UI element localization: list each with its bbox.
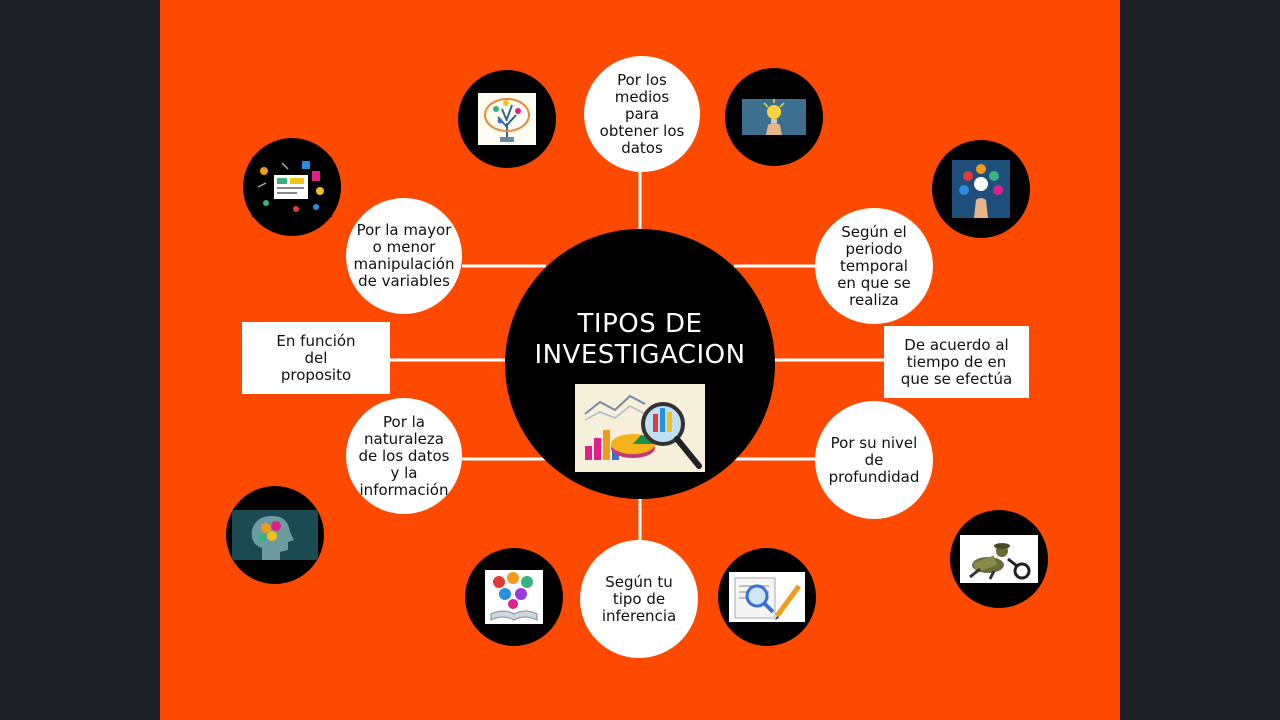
book-ideas-icon <box>465 548 563 646</box>
process-diagram-icon <box>932 140 1030 238</box>
category-label: Según el periodo temporal en que se real… <box>837 222 911 309</box>
category-label: Según tu tipo de inferencia <box>601 572 677 625</box>
category-label: Por su nivel de profundidad <box>828 433 920 486</box>
category-variable-manipulation: Por la mayor o menor manipulación de var… <box>346 198 462 314</box>
category-label: Por la mayor o menor manipulación de var… <box>353 221 455 290</box>
category-label: En función del proposito <box>276 331 356 384</box>
category-depth-level: Por su nivel de profundidad <box>815 401 933 519</box>
brain-tree-icon <box>458 70 556 168</box>
category-purpose: En función del proposito <box>242 322 390 394</box>
central-title: TIPOS DE INVESTIGACION <box>534 309 746 370</box>
mind-map-slide: TIPOS DE INVESTIGACION Por los medios pa… <box>160 0 1120 720</box>
central-topic: TIPOS DE INVESTIGACION <box>505 229 775 499</box>
head-profile-icon <box>226 486 324 584</box>
category-inference-type: Según tu tipo de inferencia <box>580 540 698 658</box>
detective-magnifier-icon <box>950 510 1048 608</box>
connector-lines <box>390 170 884 540</box>
category-obtaining-data: Por los medios para obtener los datos <box>584 56 700 172</box>
category-label: De acuerdo al tiempo de en que se efectú… <box>900 335 1013 388</box>
category-time-period: Según el periodo temporal en que se real… <box>815 208 933 324</box>
category-label: Por los medios para obtener los datos <box>599 70 685 157</box>
category-execution-time: De acuerdo al tiempo de en que se efectú… <box>884 326 1029 398</box>
science-collage-icon <box>243 138 341 236</box>
lightbulb-hand-icon <box>725 68 823 166</box>
document-magnifier-icon <box>718 548 816 646</box>
category-label: Por la naturaleza de los datos y la info… <box>358 412 450 499</box>
category-data-nature: Por la naturaleza de los datos y la info… <box>346 398 462 514</box>
chart-magnifier-icon <box>575 384 705 472</box>
